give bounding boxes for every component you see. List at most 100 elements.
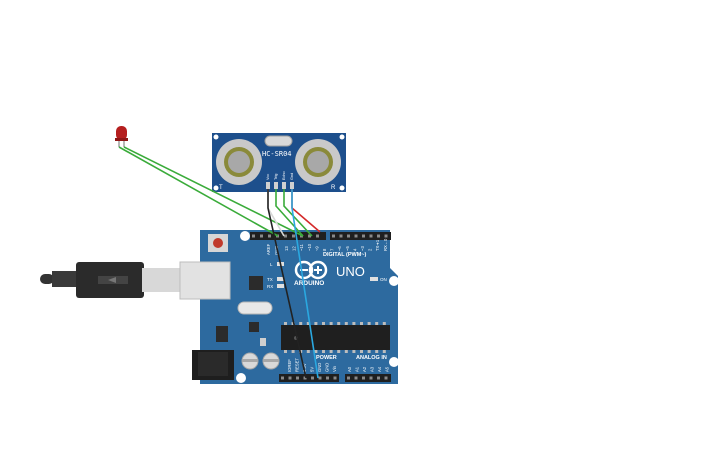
led-tx-icon [277,277,284,281]
logo-minus-ring-icon [294,260,314,280]
digital-header-socket[interactable] [308,234,311,238]
power-header-socket[interactable] [296,376,299,380]
sensor-pin[interactable] [282,182,286,189]
digital-header-socket[interactable] [354,234,358,238]
chip-pin [291,350,295,353]
led-rx-label: RX [267,284,273,289]
board-model-label: UNO [336,264,365,279]
digital-header-block-left [250,232,326,240]
digital-header-socket[interactable] [384,234,388,238]
chip-pin [322,322,325,325]
analog-pin-label: A0 [347,366,352,372]
analog-pin-label: A1 [355,366,360,372]
analog-header-socket[interactable] [354,376,358,380]
digital-pin-label: TX➔1 [375,239,380,251]
sensor-receiver [295,139,341,185]
wire-gnd-to-power-gnd[interactable] [267,189,307,379]
wire-led-anode-to-pin[interactable] [123,146,304,237]
power-header-socket[interactable] [288,376,292,380]
digital-header-socket[interactable] [339,234,343,238]
analog-header-socket[interactable] [347,376,350,380]
digital-header-socket[interactable] [362,234,365,238]
power-header-socket[interactable] [326,376,329,380]
arduino-uno-board[interactable]: UNO ARDUINO DIGITAL (PWM~) POWER ANALOG … [179,230,399,384]
digital-header-label: DIGITAL (PWM~) [323,252,367,258]
sensor-pin[interactable] [274,182,278,189]
digital-header-socket[interactable] [316,234,319,238]
power-header-socket[interactable] [281,376,284,380]
led-l-label: L [270,262,273,267]
aref-pin-label: AREF [266,243,271,255]
wire-vcc-to-5v[interactable] [291,189,319,379]
usb-cable[interactable] [40,262,182,298]
digital-header-socket[interactable] [252,234,255,238]
digital-header-socket[interactable] [377,234,380,238]
capacitor-mark [263,359,279,362]
led-rx-icon [277,284,284,288]
digital-header-socket[interactable] [284,234,287,238]
sensor-pin[interactable] [290,182,294,189]
digital-header-socket[interactable] [268,234,271,238]
small-chip [249,322,259,332]
usb-interface-chip [249,276,263,290]
digital-pin-label: 8 [322,248,327,251]
digital-header-socket[interactable] [260,234,263,238]
analog-pin-label: A3 [370,366,375,372]
digital-header-socket[interactable] [292,234,295,238]
red-led[interactable] [115,126,128,147]
transmitter-mesh-icon [228,151,250,173]
sensor-pin[interactable] [266,182,270,189]
digital-pin-label: 7 [330,248,335,251]
analog-header-socket[interactable] [362,376,365,380]
wire-echo-to-pin[interactable] [283,189,313,237]
analog-header-socket[interactable] [377,376,380,380]
power-header-socket[interactable] [333,376,337,380]
power-header-block [279,374,339,382]
chip-pin [344,350,348,353]
sensor-crystal [264,135,293,147]
digital-header-socket[interactable] [332,234,335,238]
power-pin-label: RESET [295,358,300,372]
mounting-hole [389,357,399,367]
reset-button-cap [213,238,223,248]
power-pin-label: GND [317,363,322,372]
usb-plug-metal [142,268,182,292]
power-pin-label: IOREF [287,359,292,372]
analog-pin-label: A5 [385,366,390,372]
digital-gnd-pin-label: GND [274,246,279,255]
chip-pin [352,350,356,353]
chip-pin [314,350,318,353]
power-header-socket[interactable] [318,376,322,380]
digital-header-socket[interactable] [347,234,350,238]
usb-b-jack[interactable] [179,261,231,300]
voltage-regulator [216,326,228,342]
wire-led-cathode-to-gnd[interactable] [118,146,279,237]
chip-pin [367,350,371,353]
reset-button[interactable] [208,234,228,252]
chip-pin [284,322,287,325]
analog-header-socket[interactable] [369,376,373,380]
logo-minus-icon [300,269,308,271]
power-header-socket[interactable] [303,376,307,380]
sensor-mounting-hole [339,134,345,140]
chip-pin [284,350,287,353]
sensor-mounting-hole [213,185,219,191]
chip-pin [382,322,386,325]
power-pin-label: 3.3V [302,363,307,372]
analog-pin-label: A4 [377,366,382,372]
digital-header-socket[interactable] [369,234,373,238]
chip-pin [352,322,356,325]
digital-pin-label: ~6 [337,246,342,251]
power-jack[interactable] [192,350,234,380]
wire-red[interactable] [291,189,321,233]
receiver-mark-label: R [331,185,336,191]
power-header-socket[interactable] [311,376,314,380]
analog-pin-label: A2 [362,366,367,372]
analog-header-socket[interactable] [384,376,388,380]
wires [118,146,321,379]
analog-header-sockets [347,376,388,380]
chip-pin [329,322,333,325]
sensor-pin-label: Vcc [266,174,270,180]
